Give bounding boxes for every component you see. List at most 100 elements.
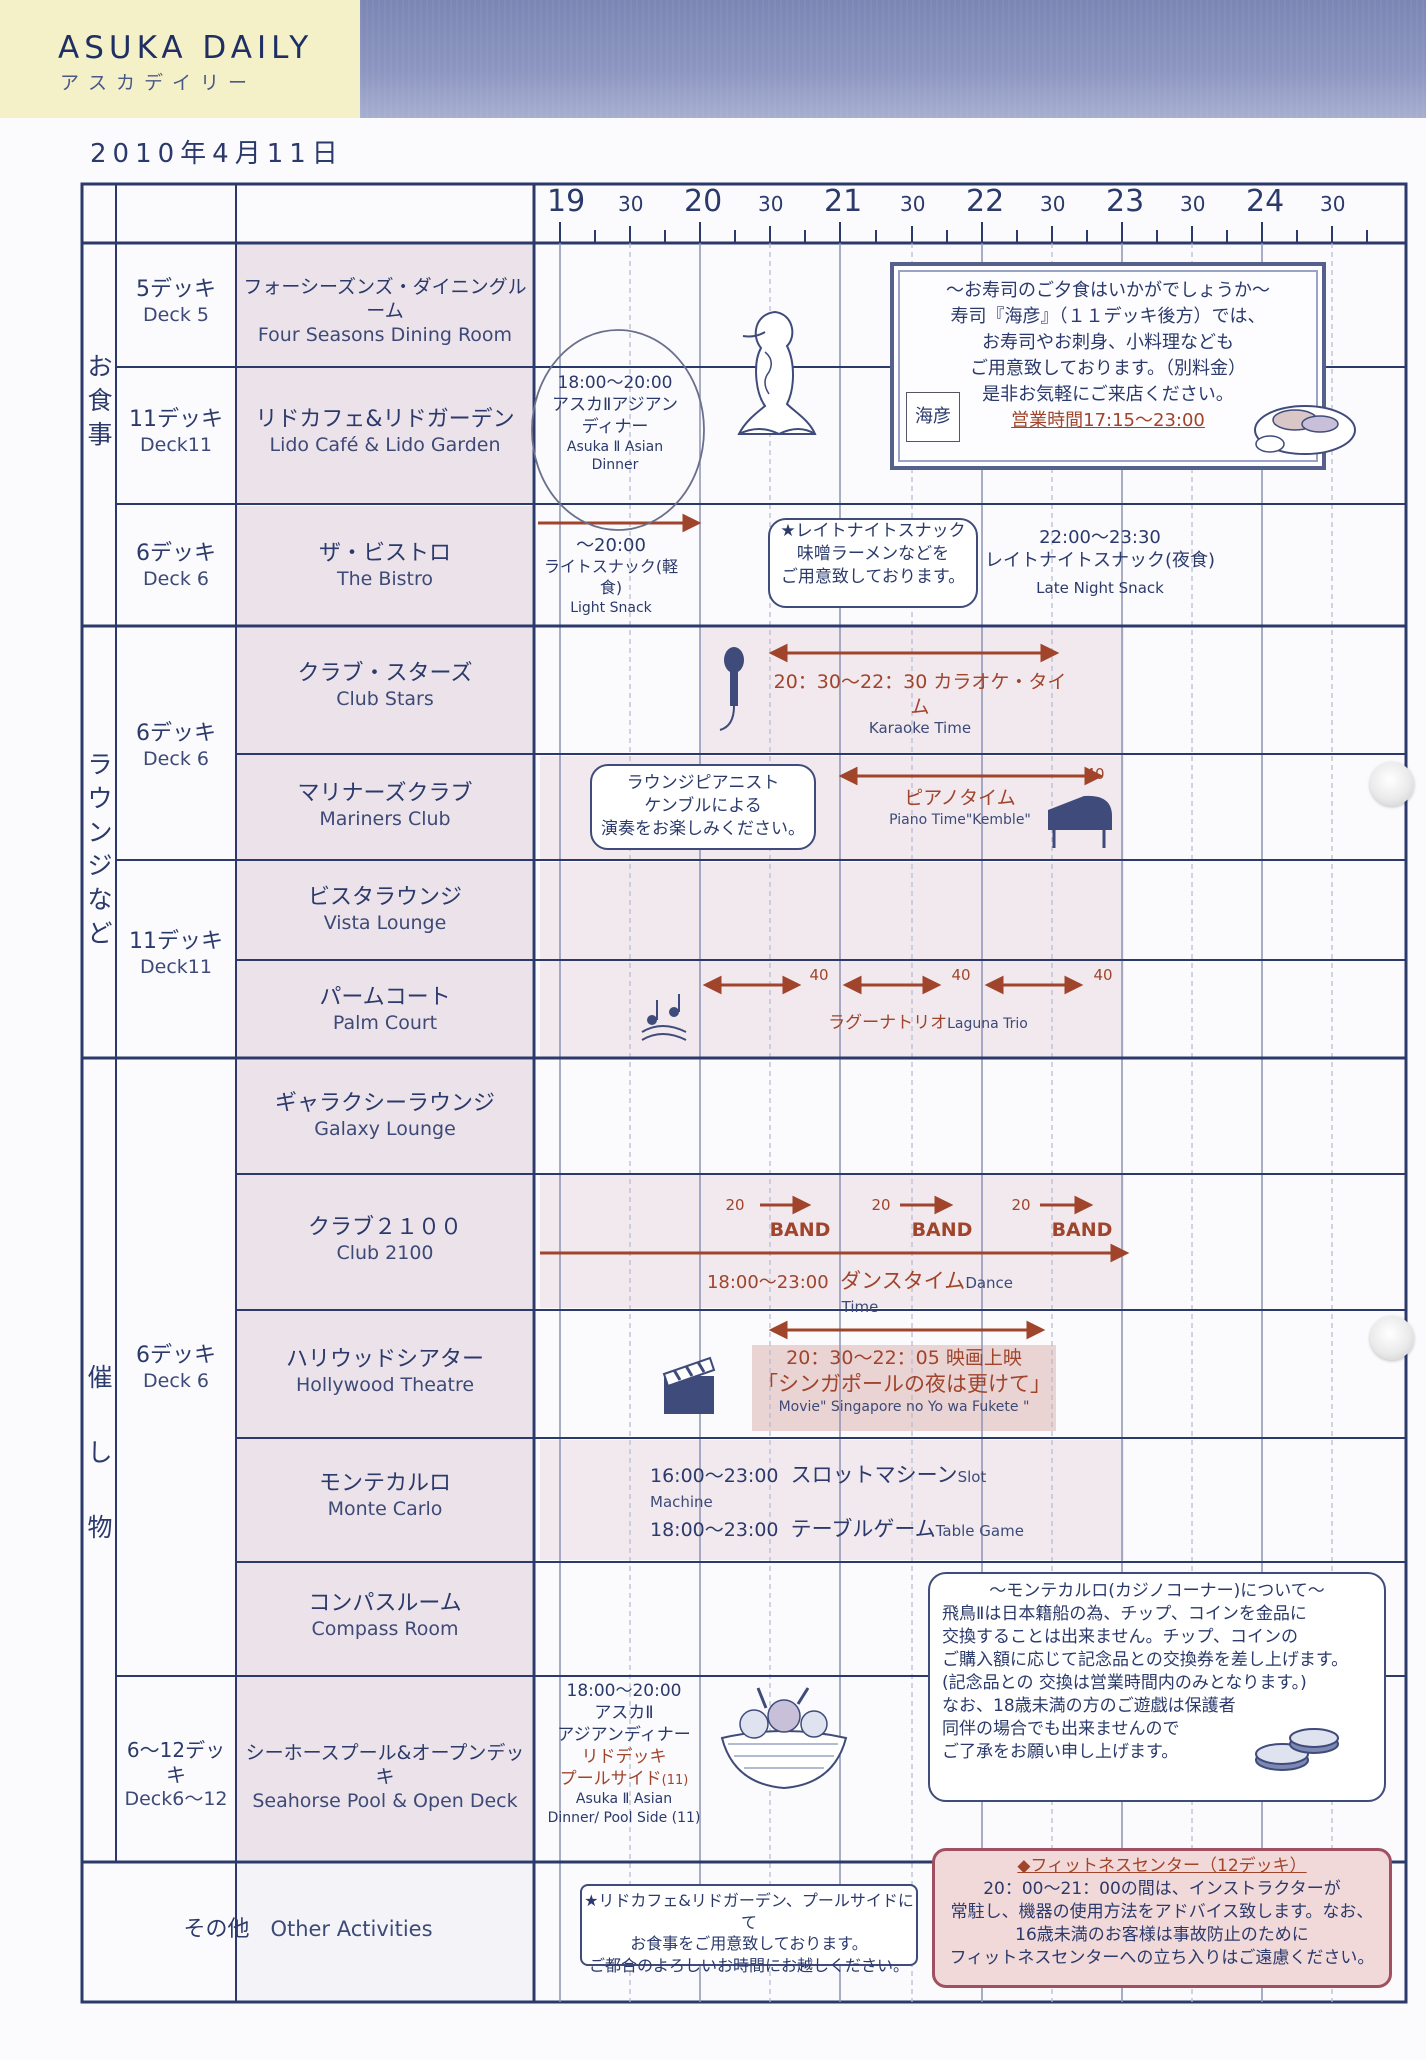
sushi-line: 寿司『海彦』（１１デッキ後方）では、 xyxy=(950,306,1266,328)
event-time: 20：30〜22：05 映画上映 xyxy=(786,1347,1022,1369)
casino-note: 〜モンテカルロ(カジノコーナー)について〜 飛鳥Ⅱは日本籍船の為、チップ、コイン… xyxy=(928,1572,1386,1802)
event-jp: テーブルゲーム xyxy=(790,1517,936,1541)
cat-char: ウ xyxy=(87,783,113,813)
cat-char: 物 xyxy=(87,1513,113,1542)
event-pool-dinner: 18:00〜20:00 アスカⅡ アジアンディナー リドデッキ プールサイド(1… xyxy=(536,1680,712,1827)
deck-en: Deck 6 xyxy=(143,747,209,770)
note-line: なお、18歳未満の方のご遊戯は保護者 xyxy=(942,1695,1236,1716)
deck-en: Deck11 xyxy=(140,433,212,456)
laguna-break: 40 xyxy=(1093,966,1113,984)
cat-char: ジ xyxy=(87,851,113,881)
venue-jp: クラブ・スターズ xyxy=(297,661,473,686)
event-en: Late Night Snack xyxy=(1036,578,1164,597)
hour-23: 23 xyxy=(1106,184,1145,219)
hour-22: 22 xyxy=(966,184,1005,219)
bubble-line: 演奏をお楽しみください。 xyxy=(601,818,805,839)
event-jp: 「シンガポールの夜は更けて」 xyxy=(757,1371,1051,1396)
note-title: 〜モンテカルロ(カジノコーナー)について〜 xyxy=(989,1581,1325,1601)
band-break: 20 xyxy=(871,1196,891,1214)
deck-jp: 11デッキ xyxy=(129,407,223,432)
event-time: 18:00〜20:00 xyxy=(557,373,673,393)
sushi-title: 〜お寿司のご夕食はいかがでしょうか〜 xyxy=(946,280,1270,301)
deck-en: Deck11 xyxy=(140,955,212,978)
event-late-snack: 22:00〜23:30 レイトナイトスナック(夜食) Late Night Sn… xyxy=(982,526,1218,598)
event-jp: スロットマシーン xyxy=(790,1463,958,1487)
category-lounge: ラ ウ ン ジ な ど xyxy=(80,748,120,951)
venue-en: The Bistro xyxy=(336,567,434,590)
grand-piano-icon xyxy=(1048,795,1112,848)
event-jp: 20：30〜22：30 カラオケ・タイム xyxy=(773,671,1067,718)
event-movie: 20：30〜22：05 映画上映 「シンガポールの夜は更けて」 Movie" S… xyxy=(752,1346,1056,1416)
venue-jp: シーホースプール&オープンデッキ xyxy=(245,1742,525,1788)
fitness-note: ◆フィットネスセンター（12デッキ） 20：00〜21：00の間は、インストラク… xyxy=(932,1848,1392,1988)
event-time: 16:00〜23:00 xyxy=(650,1465,779,1487)
event-time: 18:00〜23:00 xyxy=(650,1519,779,1541)
event-en: Asuka Ⅱ Asian xyxy=(566,439,664,456)
note-title: ◆フィットネスセンター（12デッキ） xyxy=(1017,1856,1307,1876)
deck-jp: 6〜12デッキ xyxy=(126,1738,226,1787)
event-piano: ピアノタイム Piano Time"Kemble" xyxy=(880,786,1040,829)
deck-jp: 6デッキ xyxy=(136,721,216,746)
category-events: 催 し 物 xyxy=(80,1340,120,1565)
note-line: ご都合のよろしいお時間にお越しください。 xyxy=(588,1955,909,1975)
brand-block xyxy=(0,0,360,118)
sushi-line: 是非お気軽にご来店ください。 xyxy=(982,384,1234,406)
event-table: 18:00〜23:00 テーブルゲームTable Game xyxy=(650,1516,1050,1543)
note-line: ご購入額に応じて記念品との交換券を差し上げます。 xyxy=(942,1649,1349,1670)
sushi-line: ご用意致しております。（別料金） xyxy=(969,358,1247,380)
deck-en: Deck6〜12 xyxy=(124,1788,228,1810)
cat-char: ど xyxy=(87,918,113,948)
event-en: Movie" Singapore no Yo wa Fukete " xyxy=(778,1398,1030,1415)
salad-bowl-icon xyxy=(720,1687,848,1790)
event-laguna: ラグーナトリオLaguna Trio xyxy=(818,1012,1038,1034)
cat-char: 食 xyxy=(87,385,113,415)
casino-chips-icon xyxy=(1255,1728,1339,1771)
venue-en: Four Seasons Dining Room xyxy=(257,323,513,346)
binder-hole xyxy=(1370,1316,1414,1360)
venue-jp: パームコート xyxy=(319,985,451,1010)
event-light-snack: 〜20:00 ライトスナック(軽食) Light Snack xyxy=(536,534,686,617)
half-23: 30 xyxy=(1180,192,1206,216)
band-label: BAND xyxy=(769,1219,831,1241)
cat-char: 催 xyxy=(87,1363,113,1392)
venue-en: Club 2100 xyxy=(336,1241,434,1264)
venue-en: Galaxy Lounge xyxy=(314,1117,456,1140)
deck-en: Deck 6 xyxy=(143,567,209,590)
event-en: Dinner xyxy=(591,457,639,474)
time-ticks xyxy=(559,222,1368,243)
cat-char: ラ xyxy=(87,750,113,779)
sushi-plate-icon xyxy=(1254,405,1356,455)
sushi-line: お寿司やお刺身、小料理なども xyxy=(982,332,1234,354)
merlion-icon xyxy=(737,310,817,436)
event-asian-dinner: 18:00〜20:00 アスカⅡアジアン ディナー Asuka Ⅱ Asian … xyxy=(540,372,690,475)
event-en: Karaoke Time xyxy=(868,719,972,738)
bubble-title: ★レイトナイトスナック xyxy=(780,521,966,541)
venue-en: Vista Lounge xyxy=(323,911,447,934)
event-jp: ラグーナトリオ xyxy=(828,1013,948,1033)
dinner-highlight-circle xyxy=(531,329,705,531)
deck-en: Deck 6 xyxy=(143,1369,209,1392)
event-en: Table Game xyxy=(935,1522,1024,1540)
event-jp: プールサイド xyxy=(559,1769,662,1790)
lido-dining-note: ★リドカフェ&リドガーデン、プールサイドにて お食事をご用意致しております。 ご… xyxy=(580,1884,918,1975)
event-jp: ライトスナック(軽食) xyxy=(543,557,679,598)
page-date: 2010年4月11日 xyxy=(90,139,344,169)
sushi-logo: 海彦 xyxy=(906,392,960,442)
event-jp: レイトナイトスナック(夜食) xyxy=(984,550,1216,572)
hour-20: 20 xyxy=(684,184,723,219)
venue-jp: リドカフェ&リドガーデン xyxy=(255,407,515,432)
band-label: BAND xyxy=(1051,1219,1113,1241)
hour-19: 19 xyxy=(547,184,586,219)
venue-jp: ハリウッドシアター xyxy=(285,1347,484,1372)
cat-char: し xyxy=(87,1438,113,1467)
band-break: 20 xyxy=(1011,1196,1031,1214)
